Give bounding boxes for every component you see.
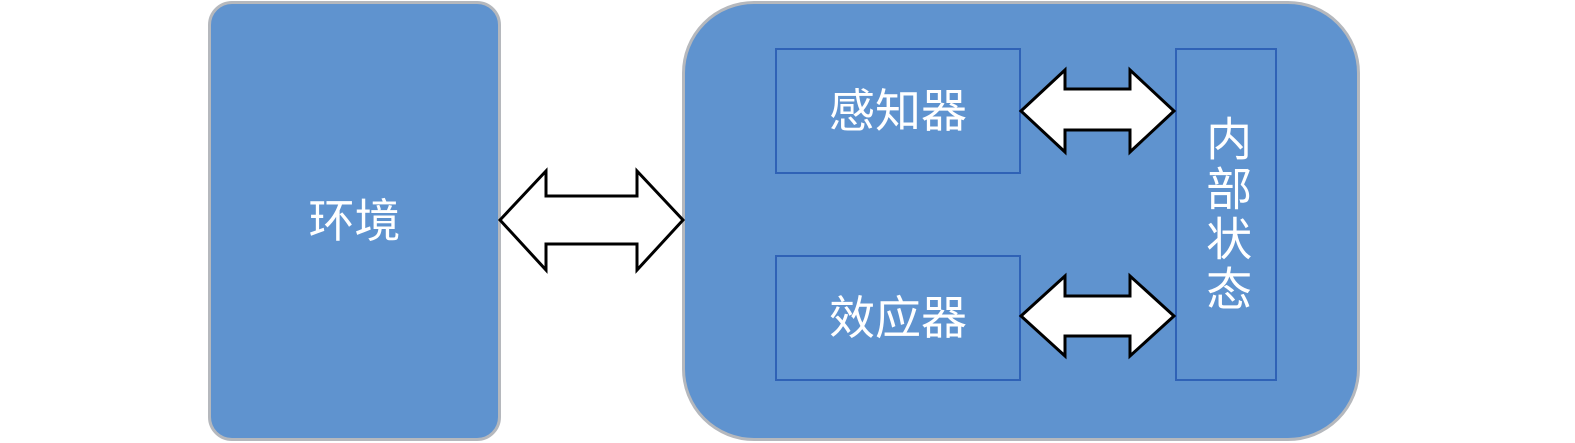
- effector-label: 效应器: [829, 291, 967, 345]
- environment-agent-double-arrow: [497, 167, 686, 274]
- effector-box: 效应器: [775, 255, 1021, 381]
- internal-state-label: 内部状态: [1199, 114, 1254, 315]
- sensor-state-double-arrow: [1018, 66, 1177, 156]
- sensor-label: 感知器: [829, 84, 967, 138]
- environment-label: 环境: [308, 194, 401, 248]
- internal-state-box: 内部状态: [1175, 48, 1277, 381]
- effector-state-double-arrow: [1018, 272, 1177, 360]
- environment-box: 环境: [208, 1, 501, 441]
- sensor-box: 感知器: [775, 48, 1021, 174]
